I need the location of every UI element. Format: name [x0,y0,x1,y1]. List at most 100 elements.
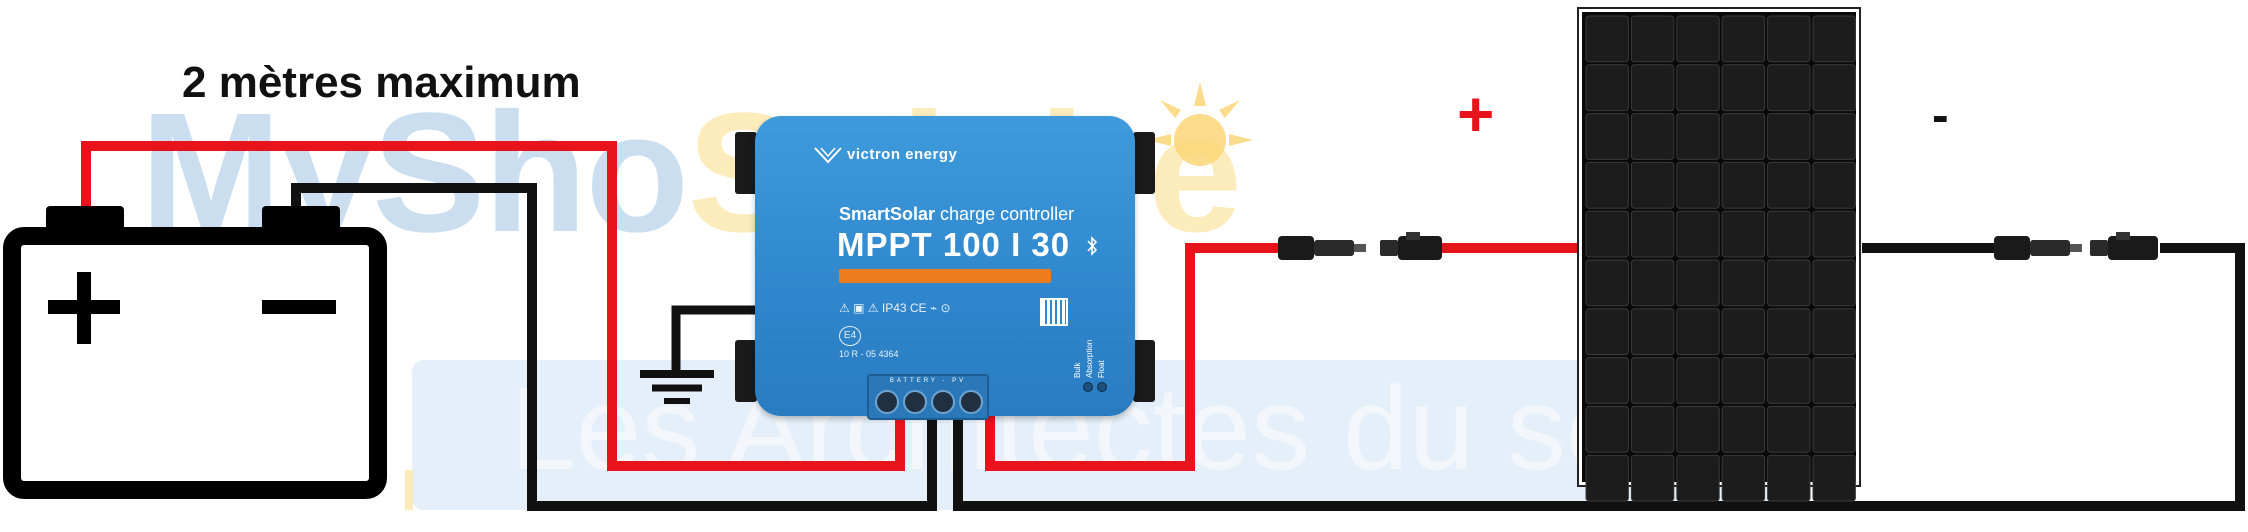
solar-cell [1812,161,1856,209]
controller-orange-bar [839,269,1051,283]
led-label-float: Float [1097,360,1106,378]
max-length-caption: 2 mètres maximum [182,58,581,107]
battery-positive-wire [81,141,905,471]
led-absorption [1097,382,1107,392]
solar-cell [1767,308,1811,356]
victron-logo-icon [814,147,842,164]
ground-symbol-icon [640,370,714,404]
solar-cell [1585,210,1629,258]
solar-cell [1630,259,1675,307]
solar-cell [1585,113,1629,160]
controller-terminal-block: BATTERY ‑ PV [867,374,989,420]
solar-cell [1721,454,1766,502]
bluetooth-icon [1087,236,1098,256]
solar-cell [1676,357,1720,404]
solar-cell [1676,308,1720,356]
terminal-pv-minus [931,390,955,414]
mc4-connector-icon [1994,232,2158,260]
solar-cell [1676,15,1720,63]
solar-cell [1721,15,1766,63]
solar-cell [1812,64,1856,112]
controller-model-suffix: charge controller [935,204,1075,224]
solar-cell [1676,454,1720,502]
solar-cell [1767,405,1811,453]
solar-cell [1676,210,1720,258]
solar-cell [1767,357,1811,404]
solar-cell [1767,454,1811,502]
solar-cell [1676,161,1720,209]
solar-cell [1812,210,1856,258]
controller-certifications: ⚠ ▣ ⚠ IP43 CE ⌁ ⊙ [839,301,951,315]
solar-cell [1630,15,1675,63]
solar-cell [1676,64,1720,112]
controller-model-prefix: SmartSolar [839,204,936,224]
pv-positive-wire [985,243,1280,471]
solar-cell [1812,259,1856,307]
controller-qr-code [1040,298,1068,326]
solar-cell [1630,405,1675,453]
battery-icon [3,206,387,499]
solar-cell [1721,308,1766,356]
solar-cell [1630,64,1675,112]
solar-cell [1767,113,1811,160]
terminal-pv-plus [959,390,983,414]
solar-cell [1767,161,1811,209]
solar-cell [1767,259,1811,307]
solar-cell [1630,210,1675,258]
charge-controller: victron energy SmartSolar charge control… [755,116,1135,420]
solar-cell [1812,405,1856,453]
solar-cell [1721,210,1766,258]
solar-cell [1585,405,1629,453]
solar-cell [1585,259,1629,307]
solar-cell [1585,64,1629,112]
solar-cell [1812,308,1856,356]
solar-cell [1630,308,1675,356]
controller-model: SmartSolar charge controller [839,204,1074,225]
solar-cell [1630,161,1675,209]
solar-cell [1812,113,1856,160]
solar-cell [1767,210,1811,258]
solar-cell [1585,308,1629,356]
solar-cell [1630,454,1675,502]
controller-e-mark: E4 [839,326,861,346]
pv-negative-wire [953,243,2245,511]
solar-cell [1721,405,1766,453]
pv-positive-label: + [1457,78,1495,150]
watermark-band-accent [405,470,413,510]
battery-minus-symbol [262,300,336,314]
solar-cell [1585,15,1629,63]
solar-cell [1812,357,1856,404]
battery-negative-wire [291,183,937,511]
solar-cell [1721,64,1766,112]
solar-cell [1812,15,1856,63]
terminal-labels: BATTERY ‑ PV [889,378,967,384]
controller-serial: 10 R - 05 4364 [839,349,899,359]
solar-cell [1585,357,1629,404]
solar-cell [1676,259,1720,307]
solar-cell [1812,454,1856,502]
led-label-bulk: Bulk [1073,362,1082,378]
solar-cell [1676,405,1720,453]
solar-cell [1721,113,1766,160]
solar-cell [1630,113,1675,160]
solar-cell [1585,454,1629,502]
solar-cell [1721,161,1766,209]
solar-cell [1721,357,1766,404]
solar-cell [1721,259,1766,307]
controller-brand: victron energy [847,146,958,163]
controller-mounting-tabs [735,132,1155,402]
controller-mppt-label: MPPT 100 I 30 [837,226,1071,263]
led-label-absorption: Absorption [1085,339,1094,378]
mc4-connector-icon [1278,232,1442,260]
pv-negative-label: - [1932,87,1949,143]
solar-cell [1630,357,1675,404]
solar-cell [1585,161,1629,209]
solar-cell [1767,64,1811,112]
controller-led-labels: Bulk Absorption Float [1073,316,1113,396]
solar-cell [1676,113,1720,160]
terminal-battery-plus [875,390,899,414]
solar-cell [1767,15,1811,63]
terminal-battery-minus [903,390,927,414]
sun-icon [1147,82,1253,166]
